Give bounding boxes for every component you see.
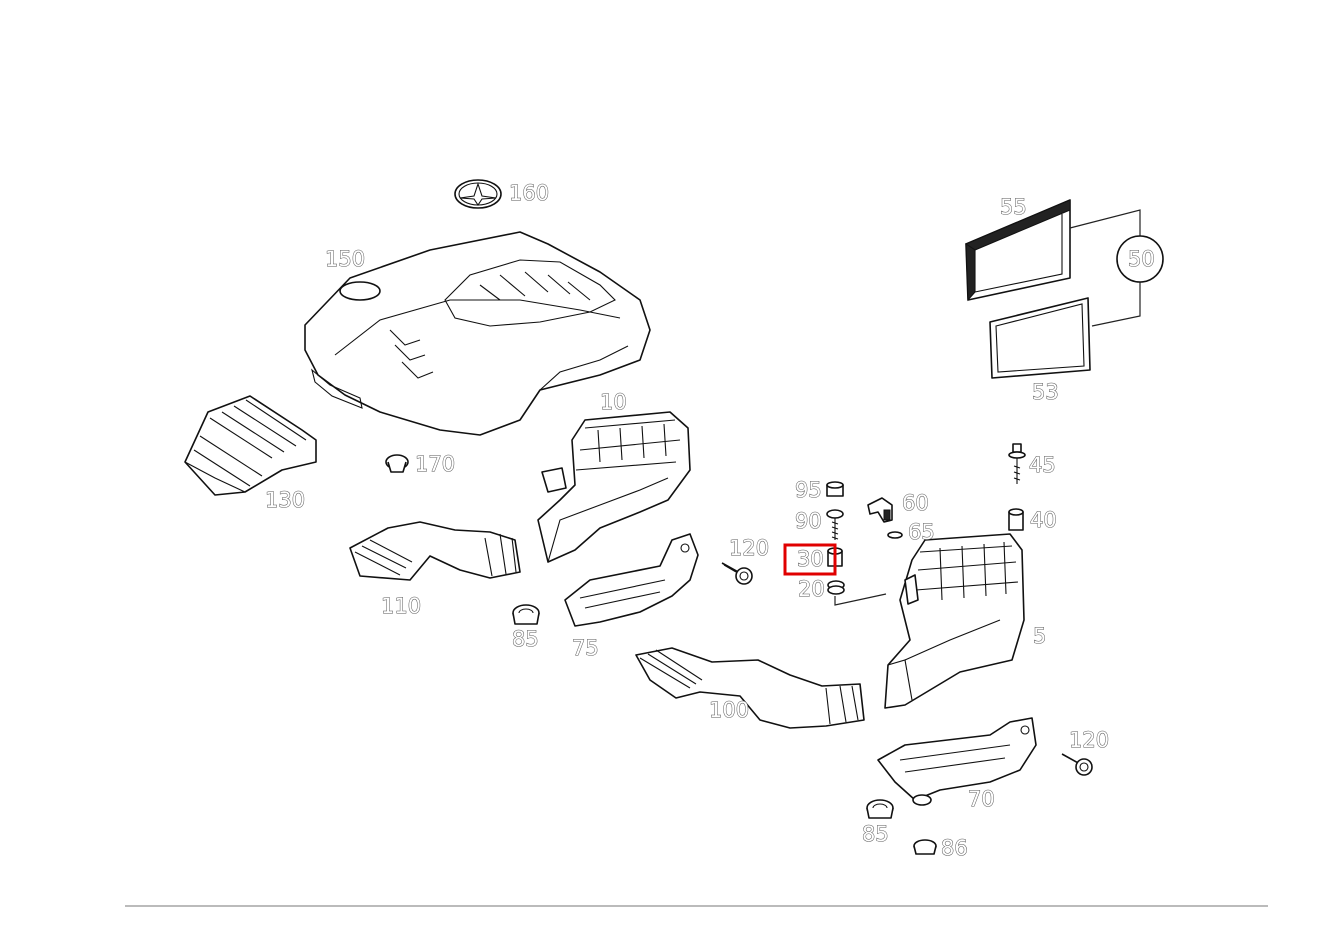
air-filter-housing-left-drawing[interactable]	[537, 411, 691, 563]
emblem-drawing[interactable]	[454, 179, 502, 209]
part-label-53[interactable]: 53	[1032, 380, 1060, 405]
part-label-30[interactable]: 30	[797, 547, 825, 572]
part-label-120-lower[interactable]: 120	[1069, 728, 1110, 753]
part-label-150[interactable]: 150	[325, 247, 366, 272]
part-label-50[interactable]: 50	[1128, 247, 1156, 272]
intake-duct-drawing[interactable]	[184, 395, 317, 496]
grommet-20-drawing[interactable]	[827, 580, 887, 606]
screw-120-upper-drawing[interactable]	[721, 562, 753, 585]
engine-cover-drawing[interactable]	[304, 231, 651, 436]
part-label-86[interactable]: 86	[941, 836, 969, 861]
part-label-55[interactable]: 55	[1000, 195, 1028, 220]
part-label-95[interactable]: 95	[795, 478, 823, 503]
air-intake-hose-right-drawing[interactable]	[635, 647, 865, 729]
part-label-160[interactable]: 160	[509, 181, 550, 206]
air-intake-hose-left-drawing[interactable]	[349, 521, 521, 581]
part-label-85-left[interactable]: 85	[512, 627, 540, 652]
bolt-90-drawing[interactable]	[826, 509, 844, 540]
rubber-mount-85-right-drawing[interactable]	[866, 799, 894, 819]
screw-120-lower-drawing[interactable]	[1061, 753, 1093, 776]
part-label-170[interactable]: 170	[415, 452, 456, 477]
part-label-120-upper[interactable]: 120	[729, 536, 770, 561]
part-label-85-right[interactable]: 85	[862, 822, 890, 847]
part-label-40[interactable]: 40	[1030, 508, 1058, 533]
part-label-10[interactable]: 10	[600, 390, 628, 415]
part-label-100[interactable]: 100	[709, 698, 750, 723]
rubber-mount-170-drawing[interactable]	[385, 454, 409, 473]
air-filter-housing-right-drawing[interactable]	[884, 533, 1025, 709]
part-label-110[interactable]: 110	[381, 594, 422, 619]
filter-element-55-drawing[interactable]	[964, 199, 1071, 302]
bolt-45-drawing[interactable]	[1008, 443, 1026, 484]
part-label-20[interactable]: 20	[798, 577, 826, 602]
part-label-45[interactable]: 45	[1029, 453, 1057, 478]
bracket-right-drawing[interactable]	[877, 717, 1037, 806]
filter-seal-53-drawing[interactable]	[989, 297, 1091, 379]
part-label-130[interactable]: 130	[265, 488, 306, 513]
filter-kit-bracket	[1069, 209, 1164, 327]
part-label-65[interactable]: 65	[908, 520, 936, 545]
bushing-40-drawing[interactable]	[1008, 508, 1024, 531]
part-label-5[interactable]: 5	[1033, 624, 1047, 649]
sensor-60-drawing[interactable]	[867, 497, 893, 523]
part-label-60[interactable]: 60	[902, 491, 930, 516]
seal-ring-65-drawing[interactable]	[887, 531, 903, 539]
part-label-90[interactable]: 90	[795, 509, 823, 534]
part-label-70[interactable]: 70	[968, 787, 996, 812]
bracket-left-drawing[interactable]	[564, 533, 699, 627]
cap-95-drawing[interactable]	[826, 481, 844, 497]
part-label-75[interactable]: 75	[572, 636, 600, 661]
grommet-86-drawing[interactable]	[913, 839, 937, 855]
selected-part-highlight	[783, 543, 837, 576]
rubber-mount-85-left-drawing[interactable]	[512, 604, 540, 625]
